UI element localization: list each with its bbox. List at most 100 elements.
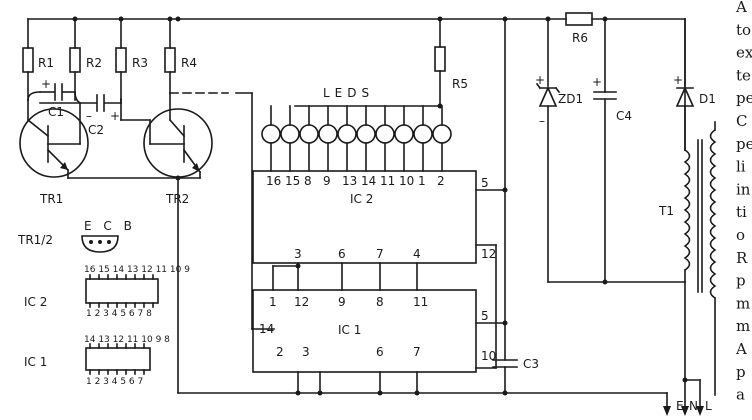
tr-pinout-label: TR1/2 [17, 233, 53, 247]
article-text-line: a [736, 386, 745, 404]
article-text-line: in [736, 180, 751, 198]
ic1-legend-top: 14 13 12 11 10 9 8 [84, 335, 170, 345]
ic2-bottom-pin: 4 [413, 247, 421, 261]
ic2-top-pin: 2 [437, 174, 445, 188]
svg-text:+: + [673, 73, 683, 87]
tr1-label: TR1 [39, 192, 63, 206]
ic2-bottom-pin: 6 [338, 247, 346, 261]
zd1-label: ZD1 [558, 92, 583, 106]
tr-pinout-pins: E C B [84, 219, 136, 233]
ic2-top-pin: 10 [399, 174, 414, 188]
ic2-top-pin: 8 [304, 174, 312, 188]
resistor-r2: R2 [69, 18, 102, 101]
ic2-top-pin: 15 [285, 174, 300, 188]
ic1-bottom-pin: 6 [376, 345, 384, 359]
ic1-legend-label: IC 1 [24, 355, 47, 369]
d1-label: D1 [699, 92, 716, 106]
leds-label: LEDS [323, 86, 374, 100]
led-6 [356, 124, 376, 144]
resistor-r1: R1 [22, 18, 54, 101]
ic2-pin-5: 5 [481, 176, 489, 190]
led-4 [318, 124, 338, 144]
ic1-top-pin: 8 [376, 295, 384, 309]
ic1-top-pin: 12 [294, 295, 309, 309]
ic1-pin-14: 14 [259, 322, 274, 336]
ic2-legend-label: IC 2 [24, 295, 47, 309]
led-2 [280, 124, 300, 144]
article-text-line: o [736, 226, 745, 244]
ic1-legend-bottom: 1 2 3 4 5 6 7 [86, 377, 143, 387]
svg-text:+: + [41, 77, 51, 91]
ic2-bottom-pin: 7 [376, 247, 384, 261]
transistor-tr1: TR1 [19, 99, 89, 206]
svg-text:+: + [110, 109, 120, 123]
ic2-label: IC 2 [350, 192, 373, 206]
article-text-line: li [736, 158, 746, 176]
ic2-pin-12: 12 [481, 247, 496, 261]
ic1-bottom-pins: 2 3 6 7 [276, 345, 421, 359]
mains-n-label: N [689, 399, 698, 413]
ic2-top-pin: 11 [380, 174, 395, 188]
article-text-line: ex [736, 44, 752, 62]
article-text-line: pe [736, 89, 752, 107]
r5-label: R5 [452, 77, 468, 91]
led-7 [375, 124, 395, 144]
mains-e-label: E [676, 399, 684, 413]
resistor-r6: R6 [565, 12, 593, 45]
r1-label: R1 [38, 56, 54, 70]
resistor-r5: R5 [294, 18, 468, 107]
ic1-pin-5: 5 [481, 309, 489, 323]
article-text-line: pe [736, 135, 752, 153]
article-text-line: te [736, 66, 751, 84]
led-3 [299, 124, 319, 144]
article-text-line: m [736, 294, 750, 312]
svg-text:–: – [539, 114, 545, 128]
svg-text:+: + [535, 73, 545, 87]
ic2-top-pin: 13 [342, 174, 357, 188]
c1-label: C1 [48, 105, 64, 119]
tr2-output-link [169, 92, 275, 330]
ic1-bottom-pin: 7 [413, 345, 421, 359]
r4-label: R4 [181, 56, 197, 70]
resistor-r4: R4 [164, 18, 197, 94]
article-text-line: ti [736, 203, 747, 221]
r3-label: R3 [132, 56, 148, 70]
svg-text:+: + [592, 75, 602, 89]
mains-l-label: L [705, 399, 712, 413]
ic2-top-pin: 16 [266, 174, 281, 188]
ic1-bottom-pin: 3 [302, 345, 310, 359]
article-text-line: p [736, 272, 746, 290]
c4-label: C4 [616, 109, 632, 123]
t1-label: T1 [658, 204, 674, 218]
ic2-top-pin: 1 [418, 174, 426, 188]
article-text-line: A [735, 0, 747, 16]
ic1-top-pin: 9 [338, 295, 346, 309]
mains-connection: E N L [663, 281, 712, 416]
transistor-pinout-legend: TR1/2 E C B [17, 219, 136, 253]
svg-text:–: – [86, 109, 92, 123]
c3-label: C3 [523, 357, 539, 371]
transistor-tr2: TR2 [120, 92, 213, 206]
r6-label: R6 [572, 31, 588, 45]
led-9 [413, 124, 433, 144]
led-8 [394, 124, 414, 144]
led-10 [432, 124, 452, 144]
capacitor-c1: + C1 [27, 77, 82, 119]
led-array: LEDS [261, 86, 452, 172]
capacitor-c3: C3 [492, 357, 539, 394]
ic1-top-pin: 1 [269, 295, 277, 309]
tr2-label: TR2 [165, 192, 189, 206]
article-text-line: p [736, 363, 746, 381]
transformer-t1: T1 [658, 105, 717, 396]
r2-label: R2 [86, 56, 102, 70]
ic1-bottom-pin: 2 [276, 345, 284, 359]
article-text-line: R [736, 249, 748, 267]
article-text-line: to [736, 21, 751, 39]
ic1-pinout-legend: IC 1 14 13 12 11 10 9 8 1 2 3 4 5 6 7 [24, 335, 170, 387]
